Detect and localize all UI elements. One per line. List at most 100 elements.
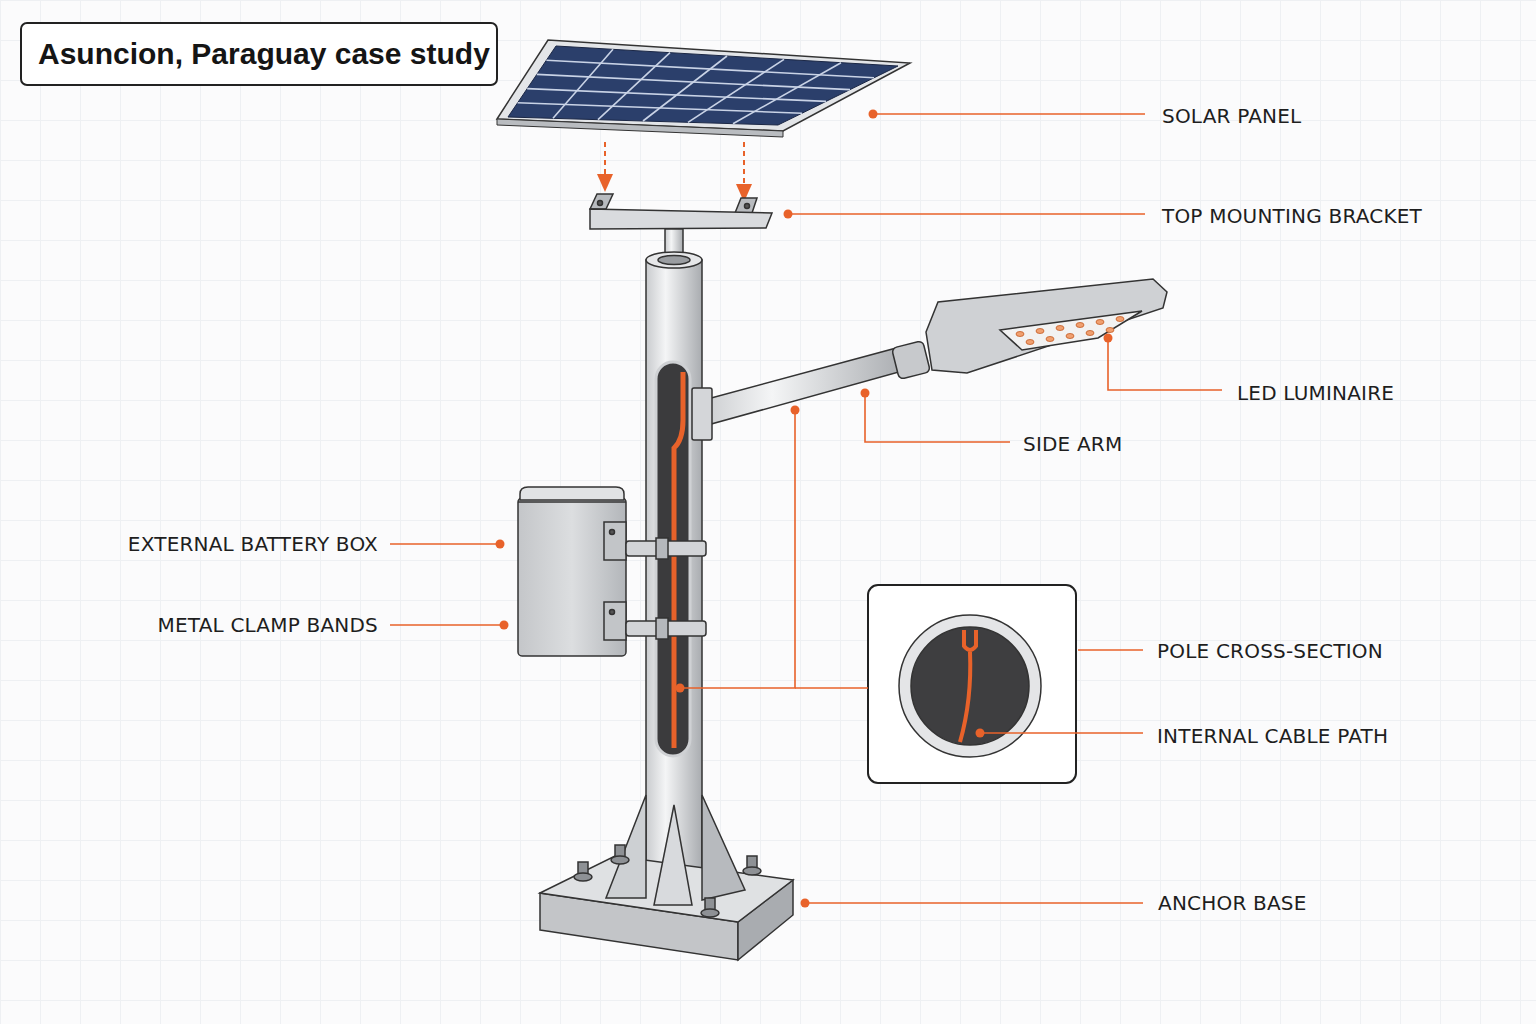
led [1086,331,1094,336]
bolt [610,610,615,615]
leader-line [873,113,1145,115]
bolt-nut [701,909,719,917]
pole-wall [899,615,1041,757]
leader-dot [676,684,685,693]
bolt-nut [611,856,629,864]
led-luminaire [892,279,1167,379]
part-label: ANCHOR BASE [1158,891,1307,915]
dashed-arrow [743,142,745,194]
battery-box-body [518,498,626,656]
bolt [745,204,750,209]
led [1026,340,1034,345]
solar-panel [497,40,910,137]
leader-line [980,732,1143,734]
pole-tube [646,260,702,910]
part-label: TOP MOUNTING BRACKET [1162,204,1422,228]
led [1056,326,1064,331]
cable-loop [964,630,976,650]
part-label: METAL CLAMP BANDS [157,613,378,637]
leader-dot [784,210,793,219]
gusset [702,795,745,900]
led [1106,328,1114,333]
clamp-buckle [656,538,668,559]
panel-edge [497,119,783,137]
leader-line [788,213,1145,215]
part-label: EXTERNAL BATTERY BOX [128,532,378,556]
leader-line [680,410,795,688]
grid-line [527,89,826,102]
leader-dot [1104,334,1113,343]
led [1116,317,1124,322]
bolt [598,201,603,206]
grid-line [598,53,670,120]
grid-line [537,74,850,89]
pole-opening [658,256,690,265]
title-box: Asuncion, Paraguay case study [20,22,498,86]
leader-line [390,543,500,545]
arm-bracket [692,388,712,440]
clamp-tab [604,522,626,560]
leader-dot [861,389,870,398]
cross-section-inset [868,585,1076,783]
arm-coupling [892,341,931,380]
leader-dot [976,729,985,738]
part-label: SIDE ARM [1023,432,1122,456]
leader-line [390,624,504,626]
leader-dot [801,899,810,908]
bracket-plate [590,209,772,229]
bracket-tab [590,194,613,209]
anchor-bolts [574,845,761,917]
grid-line [546,60,874,78]
luminaire-body [926,279,1167,373]
clamp-buckle [656,618,668,639]
metal-clamp-bands [604,522,706,640]
dashed-arrow [604,142,606,184]
led [1076,323,1084,328]
grid-line [518,103,802,113]
led [1046,337,1054,342]
battery-box-lid [520,487,624,500]
panel-frame [497,40,910,131]
leader-dot [869,110,878,119]
diagram-title: Asuncion, Paraguay case study [38,37,490,71]
top-mounting-bracket [590,194,772,261]
side-arm [700,347,906,426]
bracket-tab [735,198,757,213]
cutaway-slot [656,362,690,756]
mount-arrows [605,142,744,194]
bolt [610,530,615,535]
led-panel [1000,311,1142,350]
cell-grid [518,49,874,123]
inset-frame [868,585,1076,783]
part-label: SOLAR PANEL [1162,104,1301,128]
leader-line [1078,649,1143,651]
led [1016,332,1024,337]
clamp-tab [604,602,626,640]
led [1096,320,1104,325]
bolt-nut [743,867,761,875]
arm-tube [700,347,906,426]
leader-line [865,393,1010,442]
gusset [654,805,692,905]
gusset [606,795,646,898]
grid-line [553,49,613,118]
pole-interior [911,627,1029,745]
leader-dot [500,621,509,630]
pole-top [646,252,702,268]
anchor-base [540,795,793,960]
leader-line [805,902,1143,904]
part-label: POLE CROSS-SECTION [1157,639,1383,663]
cable [960,652,970,742]
led [1066,334,1074,339]
leader-lines [390,114,1222,903]
leader-dot [791,406,800,415]
led [1036,329,1044,334]
leader-line [795,687,868,689]
part-label: INTERNAL CABLE PATH [1157,724,1388,748]
leader-line [1108,338,1222,390]
bolt-nut [574,873,592,881]
panel-cells [508,46,898,125]
leader-dots [496,110,1113,908]
lid-seam [518,501,626,503]
